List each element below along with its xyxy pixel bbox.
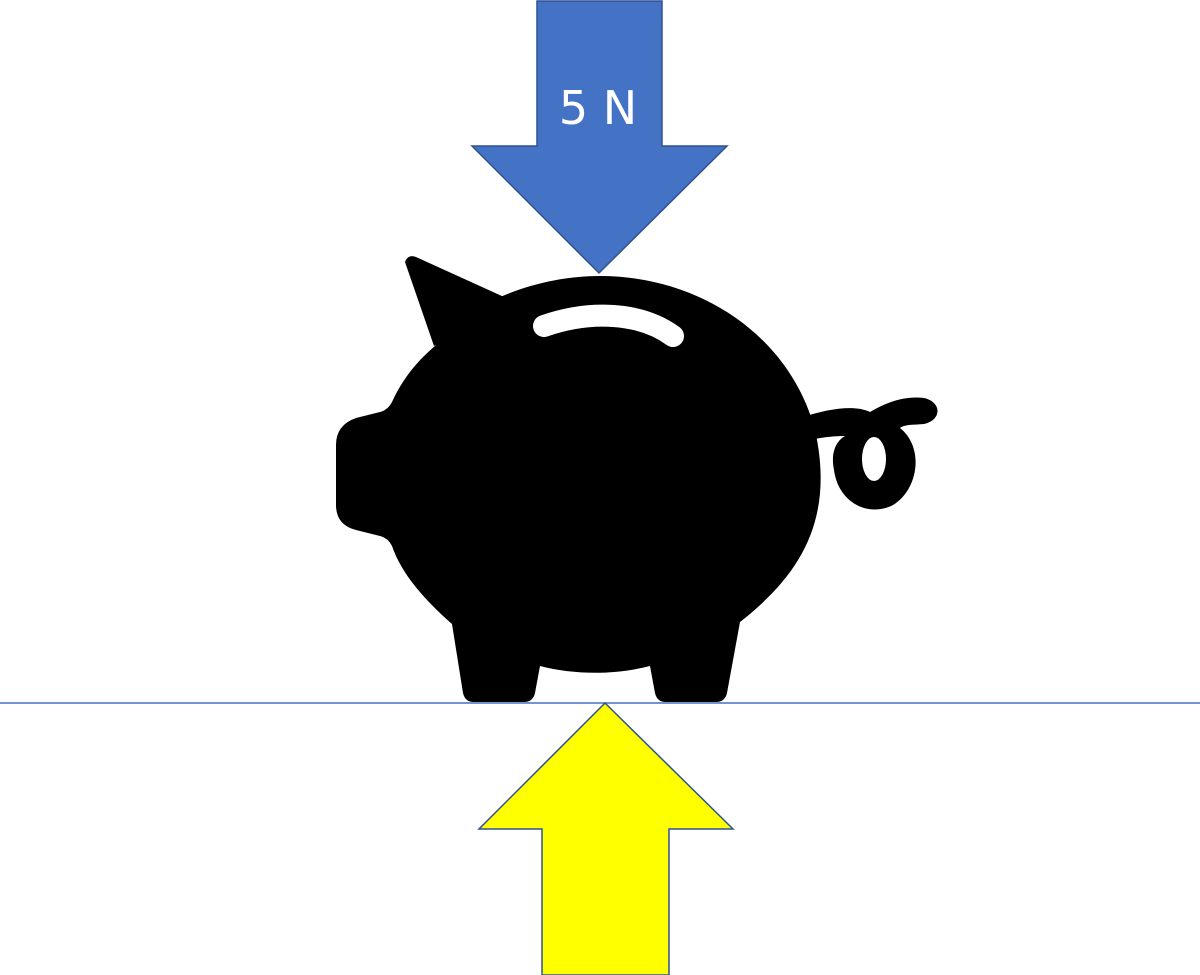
up-force-arrow xyxy=(477,701,735,975)
down-force-arrow: 5 N xyxy=(470,0,729,275)
down-force-arrow-shape xyxy=(470,0,729,275)
coin-slot xyxy=(533,304,684,347)
up-force-arrow-shape xyxy=(477,701,735,975)
tail-loop-hole xyxy=(862,437,886,481)
down-force-label: 5 N xyxy=(559,81,637,135)
